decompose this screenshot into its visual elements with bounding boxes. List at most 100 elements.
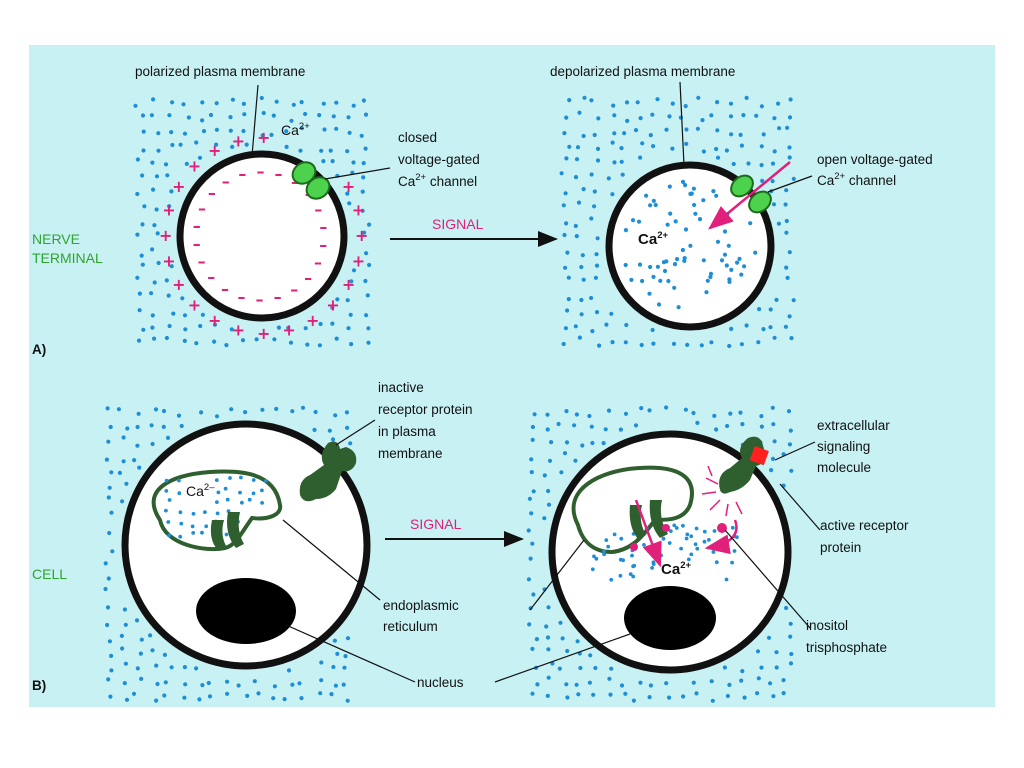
calcium-dot <box>228 128 233 133</box>
calcium-dot <box>651 144 656 149</box>
calcium-dot <box>566 297 571 302</box>
calcium-dot <box>349 342 354 347</box>
calcium-dot <box>122 681 127 686</box>
calcium-dot <box>595 158 601 163</box>
closed-channel-leader <box>324 167 391 180</box>
active-receptor-leader <box>779 483 821 531</box>
endoplasmic-reticulum-right <box>571 465 694 555</box>
calcium-dot <box>366 340 371 345</box>
minus-charge: – <box>222 172 230 191</box>
depolarized-membrane-label: depolarized plasma membrane <box>550 64 735 79</box>
calcium-dot <box>194 341 199 346</box>
calcium-dot <box>567 98 572 103</box>
calcium-dot <box>642 543 646 547</box>
calcium-dot <box>788 428 793 433</box>
calcium-dot <box>770 456 776 461</box>
calcium-dot <box>787 155 792 160</box>
calcium-dot <box>164 335 169 341</box>
calcium-dot <box>638 680 643 685</box>
minus-charge: – <box>257 162 265 181</box>
calcium-dot <box>722 252 728 257</box>
calcium-dot <box>166 293 171 298</box>
calcium-dot <box>697 217 703 222</box>
calcium-dot <box>530 437 535 442</box>
calcium-dot <box>724 577 729 582</box>
calcium-dot <box>759 665 764 670</box>
calcium-dot <box>740 422 745 427</box>
calcium-dot <box>784 218 789 224</box>
calcium-dot <box>200 530 204 535</box>
calcium-dot <box>579 297 584 303</box>
calcium-dot <box>715 155 721 160</box>
plus-charge: + <box>342 275 355 294</box>
calcium-dot <box>365 293 370 298</box>
calcium-dot <box>203 510 207 514</box>
calcium-dot <box>152 336 157 341</box>
calcium-dot <box>774 665 779 670</box>
calcium-dot <box>167 533 172 538</box>
calcium-dot <box>164 278 169 283</box>
calcium-dot <box>241 128 246 134</box>
calcium-dot <box>133 103 138 108</box>
calcium-dot <box>768 307 773 312</box>
calcium-dot <box>300 405 306 410</box>
plus-charge: + <box>162 251 175 270</box>
calcium-dot <box>701 198 706 203</box>
calcium-dot <box>331 664 336 670</box>
calcium-dot <box>182 695 187 700</box>
calcium-dot <box>635 100 640 105</box>
calcium-dot <box>572 423 577 428</box>
calcium-dot <box>286 325 291 330</box>
calcium-dot <box>274 406 279 411</box>
calcium-dot <box>573 175 579 180</box>
calcium-dot <box>149 423 154 428</box>
calcium-dot <box>559 171 564 176</box>
calcium-dot <box>186 115 191 120</box>
calcium-dot <box>169 264 174 269</box>
calcium-dot <box>178 510 183 515</box>
calcium-dot <box>594 310 600 315</box>
calcium-dot <box>725 693 731 699</box>
calcium-dot <box>788 661 794 666</box>
calcium-dot <box>161 424 166 429</box>
calcium-dot <box>238 490 242 495</box>
calcium-dot <box>120 499 125 504</box>
calcium-dot <box>125 426 130 431</box>
calcium-dot <box>106 439 111 444</box>
calcium-dot <box>230 97 235 102</box>
calcium-dot <box>361 175 366 180</box>
plus-charge: + <box>352 201 365 220</box>
calcium-dot <box>738 410 743 415</box>
calcium-dot <box>564 682 569 687</box>
calcium-dot <box>563 265 568 270</box>
calcium-dot <box>670 101 675 106</box>
calcium-dot <box>787 250 792 255</box>
calcium-dot <box>346 326 351 331</box>
calcium-dot <box>637 262 643 267</box>
plus-charge: + <box>342 177 355 196</box>
calcium-dot <box>346 115 351 120</box>
signal-label-a: SIGNAL <box>432 216 484 232</box>
calcium-dot <box>139 676 144 682</box>
calcium-dot <box>183 682 188 687</box>
calcium-dot <box>140 222 145 227</box>
calcium-dot <box>667 541 672 545</box>
calcium-dot <box>610 140 615 145</box>
calcium-dot <box>673 219 678 224</box>
calcium-dot <box>722 229 728 234</box>
calcium-dot <box>576 692 581 697</box>
calcium-dot <box>242 112 247 117</box>
calcium-dot <box>624 322 629 328</box>
calcium-dot <box>149 291 154 296</box>
calcium-dot <box>351 268 357 273</box>
calcium-dot <box>212 339 217 344</box>
calcium-dot <box>638 116 643 121</box>
calcium-dot <box>318 321 323 327</box>
calcium-dot <box>564 409 569 414</box>
calcium-dot <box>104 457 109 462</box>
calcium-dot <box>228 476 232 480</box>
calcium-dot <box>748 221 753 226</box>
nucleus-leader-left <box>285 624 416 683</box>
calcium-dot <box>787 314 792 319</box>
